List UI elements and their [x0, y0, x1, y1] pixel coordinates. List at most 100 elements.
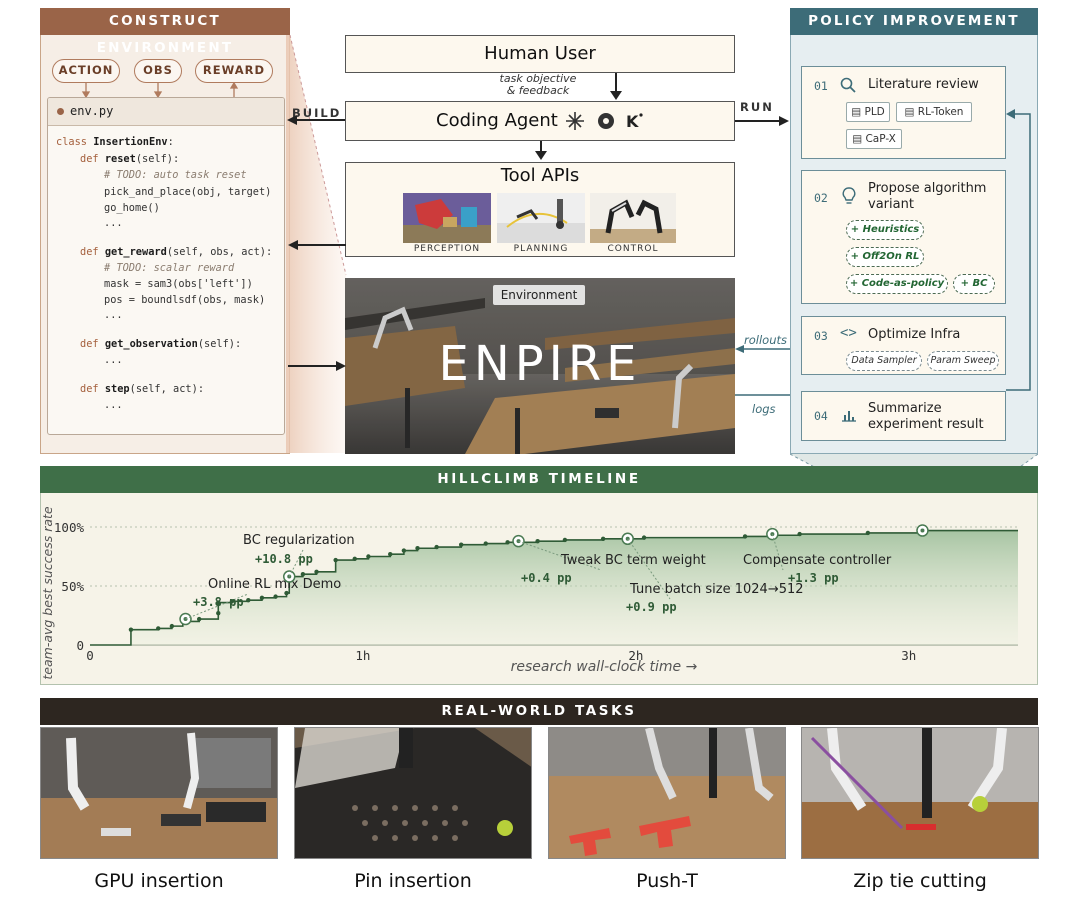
milestone-leader	[288, 549, 304, 577]
milestone-leader	[185, 593, 249, 620]
real-world-tasks-header: REAL-WORLD TASKS	[40, 698, 1038, 725]
code-text: ...	[104, 217, 123, 229]
milestone-marker-dot	[516, 539, 521, 544]
code-comment: # TODO: auto task reset	[104, 169, 247, 181]
control-thumbnail	[590, 193, 676, 243]
push-t-photo	[548, 727, 786, 859]
task-note-line-1: task objective	[499, 72, 577, 85]
paper-tag-pld: ▤ PLD	[846, 102, 890, 122]
step-point	[562, 537, 568, 543]
agent-to-tools-arrow	[535, 141, 547, 160]
code-line: def step(self, act):	[80, 383, 204, 395]
step-number: 04	[814, 409, 828, 423]
paper-tag-rl-token: ▤ RL-Token	[896, 102, 972, 122]
user-to-agent-arrow	[610, 73, 622, 100]
file-dot-icon	[57, 108, 64, 115]
tag-label: PLD	[864, 106, 885, 118]
milestone-delta: +1.3 pp	[788, 571, 839, 585]
step-point	[415, 546, 420, 551]
x-tick-label: 1h	[355, 648, 370, 663]
code-line: # TODO: auto task reset	[104, 169, 247, 181]
code-editor-titlebar: env.py	[48, 98, 284, 126]
run-arrow	[735, 116, 789, 126]
code-args: (self, act):	[129, 383, 205, 395]
step-point	[156, 626, 161, 631]
lightbulb-icon	[842, 187, 856, 204]
code-line: ...	[104, 309, 123, 321]
code-filename: env.py	[70, 104, 114, 118]
code-line: mask = sam3(obs['left'])	[104, 278, 253, 290]
step-point	[797, 531, 802, 537]
planning-label: PLANNING	[513, 244, 569, 254]
code-text: mask = sam3(obs['left'])	[104, 278, 253, 290]
pill-arrows	[81, 82, 239, 98]
zip-tie-cutting-photo	[801, 727, 1039, 859]
run-label: RUN	[740, 100, 774, 114]
code-line: # TODO: scalar reward	[104, 262, 234, 274]
step-number: 01	[814, 79, 828, 93]
code-function-name: get_reward	[104, 246, 167, 258]
step-point	[216, 610, 221, 616]
milestone-leader	[627, 538, 671, 600]
step-point	[229, 599, 235, 604]
task-note-line-2: & feedback	[506, 84, 570, 97]
x-tick-label: 0	[86, 648, 94, 663]
x-tick-label: 2h	[628, 648, 643, 663]
step-point	[434, 544, 439, 550]
tag-label: RL-Token	[917, 106, 964, 118]
code-line: ...	[104, 217, 123, 229]
milestone-delta: +3.8 pp	[193, 595, 244, 609]
code-text: ...	[104, 309, 123, 321]
code-line: ...	[104, 399, 123, 411]
code-line: def get_reward(self, obs, act):	[80, 246, 272, 258]
code-line: ...	[104, 354, 123, 366]
y-tick-label: 0	[76, 638, 84, 653]
task-objective-note: task objective & feedback	[478, 73, 598, 97]
task-label-gpu-insertion: GPU insertion	[94, 870, 224, 892]
step-title: Optimize Infra	[868, 327, 961, 342]
logs-label: logs	[752, 402, 776, 416]
step-point	[246, 597, 251, 603]
document-icon: ▤	[851, 106, 865, 118]
code-punct: :	[167, 136, 174, 148]
hillclimb-chart: Online RL mix Demo +3.8 pp BC regularizati…	[40, 506, 1018, 680]
tools-to-code-arrow	[288, 240, 346, 250]
step-point	[459, 542, 464, 547]
code-class-name: InsertionEnv	[93, 136, 168, 148]
pin-insertion-photo	[294, 727, 532, 859]
tag-label: Code-as-policy	[861, 278, 945, 289]
reward-pill: REWARD	[195, 59, 273, 83]
code-editor: env.py class InsertionEnv:def reset(self…	[47, 97, 285, 435]
tool-apis-label: Tool APIs	[500, 165, 580, 186]
algo-tag-bc: + BC	[953, 274, 995, 294]
code-function-name: get_observation	[104, 338, 198, 350]
y-axis-label: team-avg best success rate	[40, 506, 55, 679]
obs-pill: OBS	[134, 59, 182, 83]
enpire-title: ENPIRE	[438, 336, 642, 392]
step-number: 03	[814, 329, 828, 343]
tag-label: BC	[972, 278, 988, 289]
step-point	[388, 551, 393, 557]
step-point	[196, 616, 202, 622]
code-line: pos = boundlsdf(obs, mask)	[104, 294, 265, 306]
algo-tag-code-as-policy: + Code-as-policy	[846, 274, 948, 294]
task-label-push-t: Push-T	[636, 870, 698, 892]
policy-loop-arrow	[1006, 109, 1031, 391]
task-label-pin-insertion: Pin insertion	[354, 870, 472, 892]
step-point	[273, 594, 278, 599]
step-title-line-2: experiment result	[868, 417, 984, 432]
algo-tag-off2on-rl: + Off2On RL	[846, 247, 924, 267]
milestone-label: BC regularization	[243, 533, 355, 548]
openai-logo-icon	[598, 113, 614, 129]
step-point	[401, 548, 407, 553]
step-point	[128, 627, 134, 632]
code-function-name: reset	[104, 153, 136, 165]
milestone-label: Online RL mix Demo	[208, 577, 341, 592]
bar-chart-icon	[842, 411, 856, 422]
control-label: CONTROL	[607, 244, 659, 254]
x-axis-label: research wall-clock time →	[511, 659, 698, 675]
step-title-line-2: variant	[868, 197, 914, 212]
step-point	[216, 600, 221, 605]
code-args: (self):	[197, 338, 242, 350]
milestone-delta: +0.9 pp	[626, 600, 677, 614]
